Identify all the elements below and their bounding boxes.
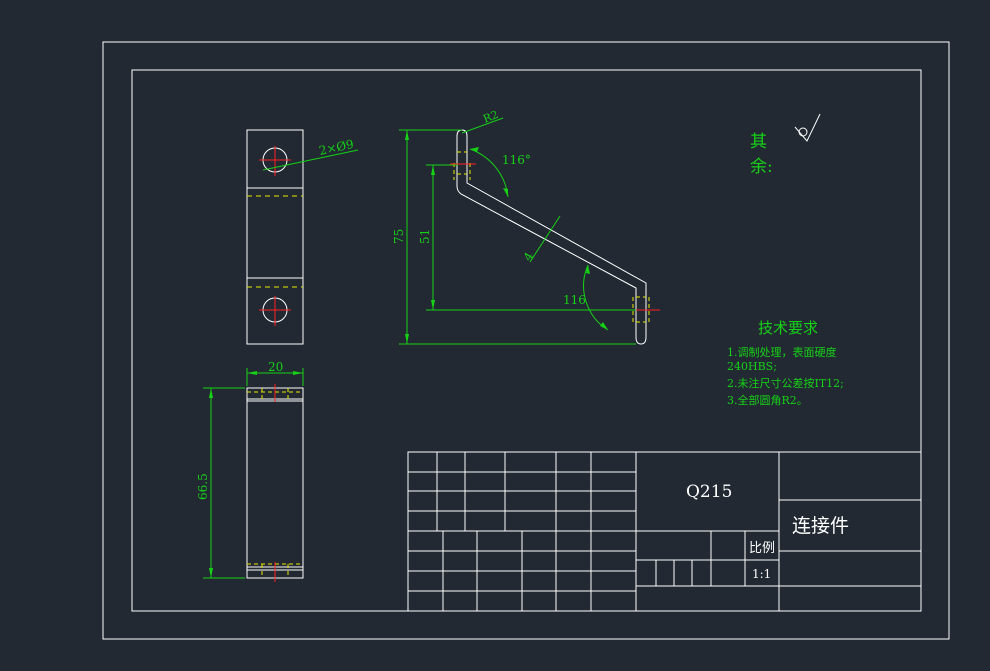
roughness-label-line1: 其 xyxy=(750,132,767,152)
tech-requirements-title: 技术要求 xyxy=(758,319,818,337)
inner-height-label: 51 xyxy=(418,229,432,244)
side-view-hidden-lines xyxy=(247,388,303,578)
overall-height-label: 75 xyxy=(392,229,406,244)
side-view-arrows xyxy=(209,371,303,578)
front-view-bracket xyxy=(456,129,647,345)
top-view-hidden-lines xyxy=(247,195,303,288)
top-view-centerlines xyxy=(259,146,291,326)
angle-top-label: 116° xyxy=(502,153,531,167)
title-block xyxy=(407,451,922,612)
scale-label: 比例 xyxy=(749,541,775,556)
front-view-centerlines xyxy=(450,163,660,311)
roughness-label-line2: 余: xyxy=(750,157,773,177)
front-view-dimensions xyxy=(399,117,636,345)
hole-leader xyxy=(262,149,359,171)
front-view-arrows xyxy=(405,130,608,344)
side-view xyxy=(246,387,304,579)
tech-requirement-1-cont: 240HBS; xyxy=(727,360,777,373)
front-view-hidden-lines xyxy=(453,151,650,323)
angle-bottom-label: 116 xyxy=(563,293,586,307)
outer-frame xyxy=(102,41,950,640)
tech-requirement-1: 1.调制处理，表面硬度 xyxy=(727,345,837,359)
part-name-label: 连接件 xyxy=(792,515,849,537)
scale-value: 1:1 xyxy=(752,567,771,581)
roughness-symbol-icon xyxy=(794,113,821,142)
tech-requirement-2: 2.未注尺寸公差按IT12; xyxy=(727,376,844,390)
thickness-label: 4 xyxy=(521,249,537,263)
material-label: Q215 xyxy=(686,482,732,502)
height-dimension-label: 66.5 xyxy=(196,473,210,500)
width-dimension-label: 20 xyxy=(268,360,283,374)
radius-label: R2 xyxy=(481,108,500,126)
tech-requirement-3: 3.全部圆角R2。 xyxy=(727,393,808,407)
